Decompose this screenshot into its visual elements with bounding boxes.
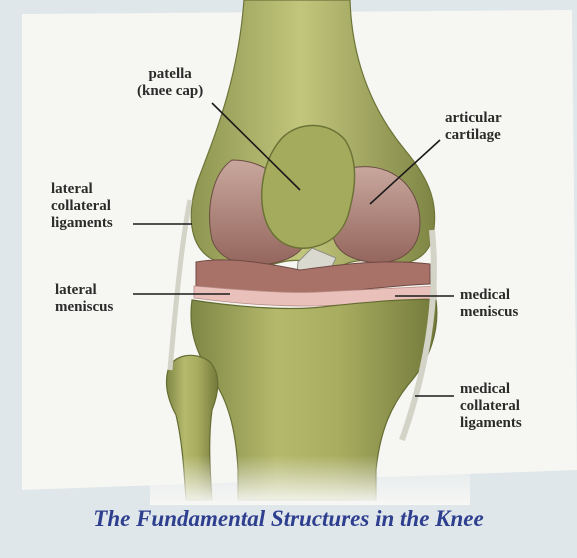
label-patella: patella (knee cap) xyxy=(137,66,203,100)
label-lateral-meniscus: lateral meniscus xyxy=(55,282,113,316)
figure-caption: The Fundamental Structures in the Knee xyxy=(0,506,577,532)
label-medical-collateral-ligaments: medical collateral ligaments xyxy=(460,381,522,432)
label-lateral-collateral-ligaments: lateral collateral ligaments xyxy=(51,181,113,232)
label-medical-meniscus: medical meniscus xyxy=(460,287,518,321)
bottom-fade xyxy=(150,455,470,505)
label-articular-cartilage: articular cartilage xyxy=(445,110,502,144)
